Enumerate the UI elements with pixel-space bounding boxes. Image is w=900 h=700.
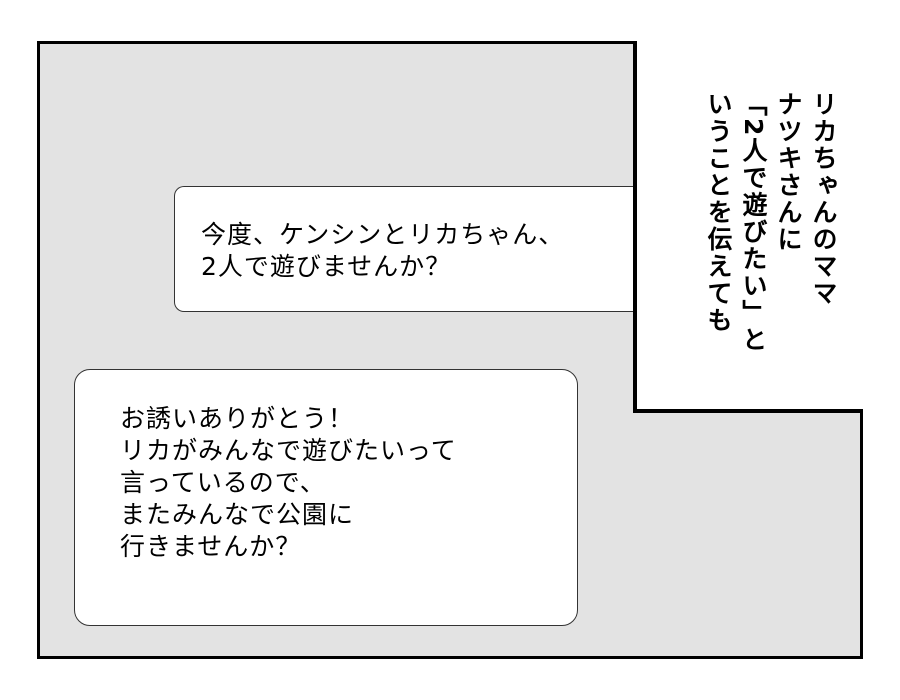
comic-panel: 今度、ケンシンとリカちゃん、 2人で遊びませんか？ お誘いありがとう！ リカがみ… (37, 41, 863, 659)
narration-text: リカちゃんのママ ナツキさんに 「2人で遊びたい」と いうことを伝えても (704, 91, 838, 354)
narration-box: リカちゃんのママ ナツキさんに 「2人で遊びたい」と いうことを伝えても (633, 41, 863, 413)
speech-bubble-invitation: 今度、ケンシンとリカちゃん、 2人で遊びませんか？ (174, 186, 674, 312)
speech-bubble-text: お誘いありがとう！ リカがみんなで遊びたいって 言っているので、 またみんなで公… (120, 404, 457, 561)
speech-bubble-reply: お誘いありがとう！ リカがみんなで遊びたいって 言っているので、 またみんなで公… (74, 369, 578, 626)
speech-bubble-text: 今度、ケンシンとリカちゃん、 2人で遊びませんか？ (201, 220, 565, 281)
